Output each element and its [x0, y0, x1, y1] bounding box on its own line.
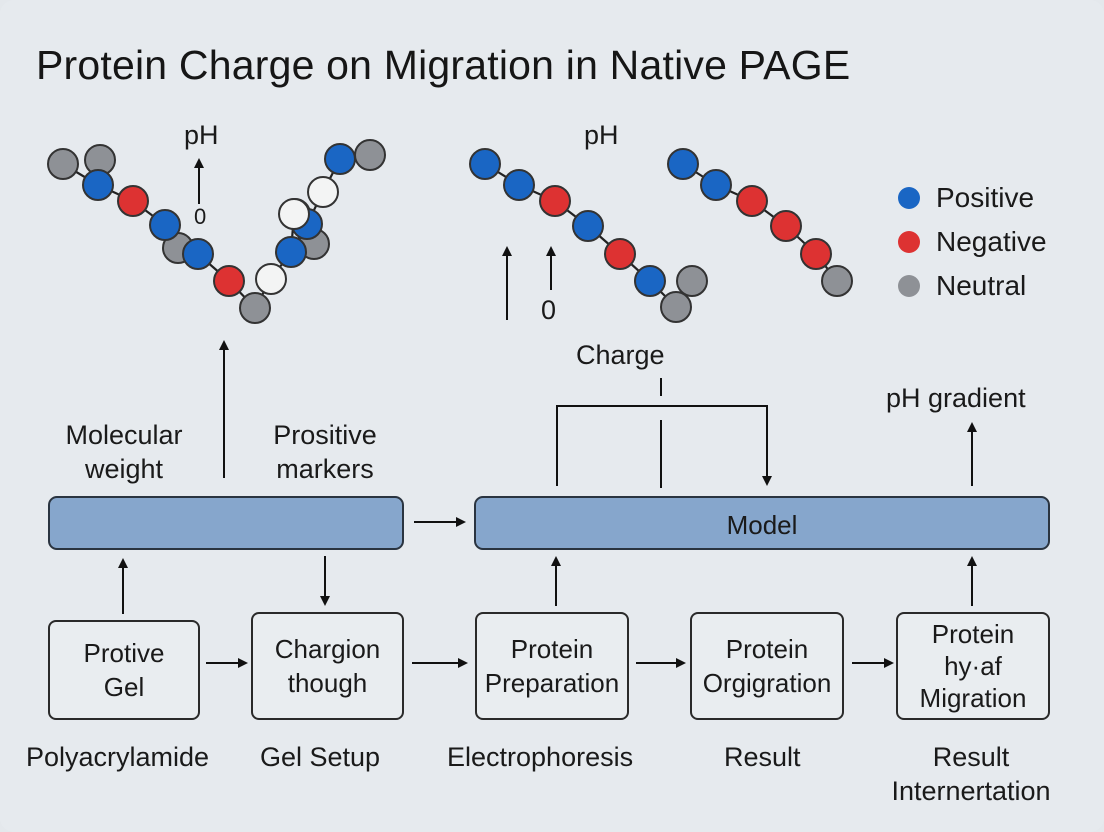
molecular-weight-line1: Molecular [65, 420, 183, 450]
bead-negative [539, 185, 571, 217]
process-box-4-line1: Protein [725, 634, 809, 664]
legend-positive: Positive [898, 182, 1034, 214]
bead-positive [700, 169, 732, 201]
process-box-chargion: Chargion though [251, 612, 404, 720]
model-bar-label: Model [726, 510, 798, 540]
bead-negative [736, 185, 768, 217]
bead-positive [503, 169, 535, 201]
legend-negative: Negative [898, 226, 1047, 258]
bead-positive [667, 148, 699, 180]
positive-markers-line2: markers [276, 454, 374, 484]
bead-white [307, 176, 339, 208]
legend-positive-label: Positive [936, 182, 1035, 213]
bead-positive [149, 209, 181, 241]
process-box-protive-gel: Protive Gel [48, 620, 200, 720]
ph-label-center: pH [584, 120, 619, 150]
charge-bracket [556, 405, 772, 486]
process-box-protein-migration: Protein hy·af Migration [896, 612, 1050, 720]
bead-neutral [821, 265, 853, 297]
legend-positive-swatch [898, 187, 920, 209]
bead-positive [82, 169, 114, 201]
bead-neutral [354, 139, 386, 171]
process-box-2-line1: Chargion [274, 634, 381, 664]
bead-positive [275, 236, 307, 268]
bead-positive [324, 143, 356, 175]
bead-negative [770, 210, 802, 242]
marker-label-left: 0 [194, 204, 207, 229]
caption-result: Result [724, 742, 801, 772]
bead-negative [213, 265, 245, 297]
marker-label-center: 0 [541, 295, 557, 325]
bead-positive [572, 210, 604, 242]
bead-neutral [47, 148, 79, 180]
legend-negative-label: Negative [936, 226, 1047, 257]
process-box-1-line1: Protive [83, 638, 165, 668]
bead-neutral [239, 292, 271, 324]
process-box-5-line2: hy·af [944, 651, 1002, 681]
bead-white [255, 263, 287, 295]
legend-neutral-swatch [898, 275, 920, 297]
process-box-3-line1: Protein [510, 634, 594, 664]
caption-gel-setup: Gel Setup [260, 742, 381, 772]
bead-positive [469, 148, 501, 180]
ph-label-left: pH [184, 120, 219, 150]
charge-label: Charge [576, 340, 665, 370]
caption-result-interpretation: Result Internertation [891, 742, 1051, 806]
positive-markers-line1: Prositive [273, 420, 377, 450]
bead-negative [117, 185, 149, 217]
process-box-2-line2: though [287, 668, 368, 698]
bead-positive [182, 238, 214, 270]
left-bar [48, 496, 404, 550]
caption-electrophoresis: Electrophoresis [447, 742, 634, 772]
caption-polyacrylamide: Polyacrylamide [26, 742, 210, 772]
molecular-weight-line2: weight [84, 454, 164, 484]
process-box-5-line1: Protein [931, 619, 1015, 649]
bead-negative [604, 238, 636, 270]
process-box-3-line2: Preparation [484, 668, 620, 698]
diagram-title: Protein Charge on Migration in Native PA… [36, 42, 851, 88]
positive-markers-label: Prositive markers [258, 418, 392, 486]
model-bar: Model [474, 496, 1050, 550]
molecular-weight-label: Molecular weight [52, 418, 196, 486]
process-box-4-line2: Orgigration [702, 668, 832, 698]
bead-neutral [660, 291, 692, 323]
legend-neutral: Neutral [898, 270, 1026, 302]
legend-neutral-label: Neutral [936, 270, 1027, 301]
legend-negative-swatch [898, 231, 920, 253]
bead-negative [800, 238, 832, 270]
bead-neutral-extra [676, 265, 708, 297]
bead-white [278, 198, 310, 230]
process-box-protein-orgigration: Protein Orgigration [690, 612, 844, 720]
process-box-protein-preparation: Protein Preparation [475, 612, 629, 720]
process-box-5-line3: Migration [919, 683, 1027, 713]
process-box-1-line2: Gel [103, 672, 145, 702]
ph-gradient-label: pH gradient [886, 383, 1026, 413]
bead-positive [634, 265, 666, 297]
